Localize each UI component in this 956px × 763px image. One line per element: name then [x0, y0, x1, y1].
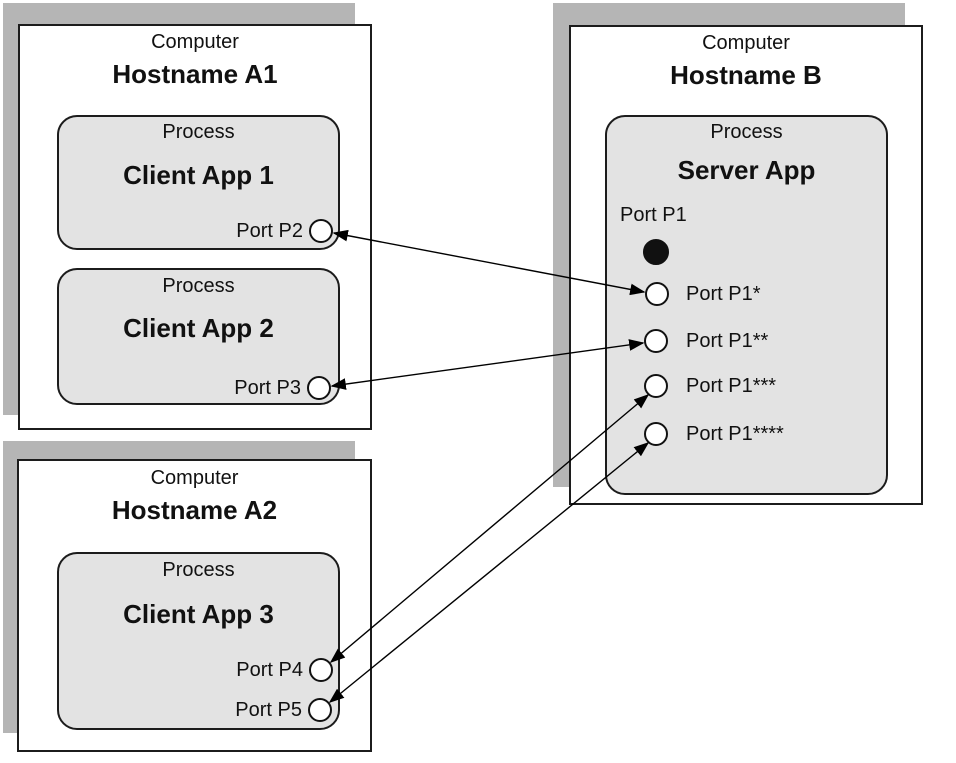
port-p4-circle [309, 658, 333, 682]
computer-a1-kind-label: Computer [151, 31, 239, 53]
client-app-3-name-label: Client App 3 [123, 599, 274, 629]
port-p1-star2-circle [644, 329, 668, 353]
computer-b-kind-label: Computer [702, 32, 790, 54]
port-p1-star3-label: Port P1*** [686, 375, 777, 397]
port-p3-label: Port P3 [234, 377, 301, 399]
client-app-1-name-label: Client App 1 [123, 160, 274, 190]
client-app-2-name-label: Client App 2 [123, 313, 274, 343]
computer-a2-hostname-label: Hostname A2 [111, 495, 278, 525]
port-p3-circle [307, 376, 331, 400]
client-app-2-box [57, 268, 340, 405]
client-app-1-kind-label: Process [162, 121, 235, 143]
port-p1-star-label: Port P1* [686, 283, 761, 305]
port-p1-star4-circle [644, 422, 668, 446]
port-p1-star2-label: Port P1** [686, 330, 769, 352]
port-p1-listen-circle [643, 239, 669, 265]
server-app-kind-label: Process [710, 121, 783, 143]
computer-a1-hostname-label: Hostname A1 [112, 59, 278, 89]
port-p1-star3-circle [644, 374, 668, 398]
port-p2-label: Port P2 [236, 220, 303, 242]
client-app-3-kind-label: Process [162, 559, 235, 581]
client-app-2-kind-label: Process [162, 275, 235, 297]
port-p5-circle [308, 698, 332, 722]
port-p1-star4-label: Port P1**** [686, 423, 784, 445]
computer-b-hostname-label: Hostname B [670, 60, 822, 90]
port-p5-label: Port P5 [235, 699, 302, 721]
client-app-3-box [57, 552, 340, 730]
client-app-1-box [57, 115, 340, 250]
port-p4-label: Port P4 [236, 659, 303, 681]
port-p1-label: Port P1 [620, 204, 687, 226]
port-p1-star-circle [645, 282, 669, 306]
port-p2-circle [309, 219, 333, 243]
computer-a2-kind-label: Computer [150, 467, 239, 489]
server-app-name-label: Server App [677, 155, 816, 185]
